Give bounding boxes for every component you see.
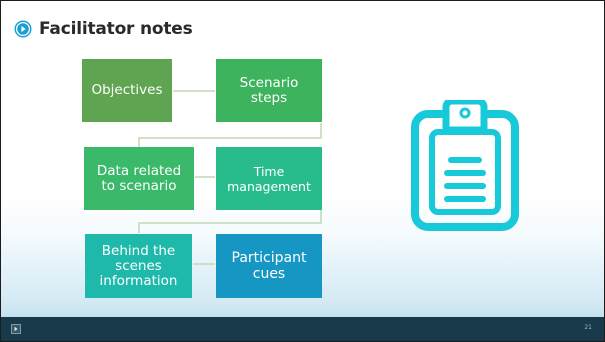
flow-step-behind-the-scenes: Behind the scenes information (85, 234, 192, 298)
play-circle-icon (14, 20, 32, 38)
flow-step-label: Participant cues (231, 250, 307, 282)
flow-step-participant-cues: Participant cues (216, 234, 322, 298)
flow-step-data-related: Data related to scenario (84, 147, 194, 210)
slide-nav-icon[interactable] (11, 324, 21, 334)
flow-step-objectives: Objectives (82, 59, 172, 122)
flow-step-label: Time management (227, 163, 311, 194)
page-number: 21 (584, 324, 592, 331)
flow-step-scenario-steps: Scenario steps (216, 59, 322, 122)
page-title: Facilitator notes (39, 19, 193, 39)
title-row: Facilitator notes (14, 14, 193, 44)
flow-step-label: Data related to scenario (96, 162, 182, 194)
flow-step-time-management: Time management (216, 147, 322, 210)
flow-step-label: Behind the scenes information (99, 242, 178, 289)
flow-step-label: Scenario steps (239, 74, 299, 106)
flow-step-label: Objectives (91, 82, 163, 98)
clipboard-list-icon (411, 100, 519, 231)
footer-bar: 21 (1, 317, 604, 341)
